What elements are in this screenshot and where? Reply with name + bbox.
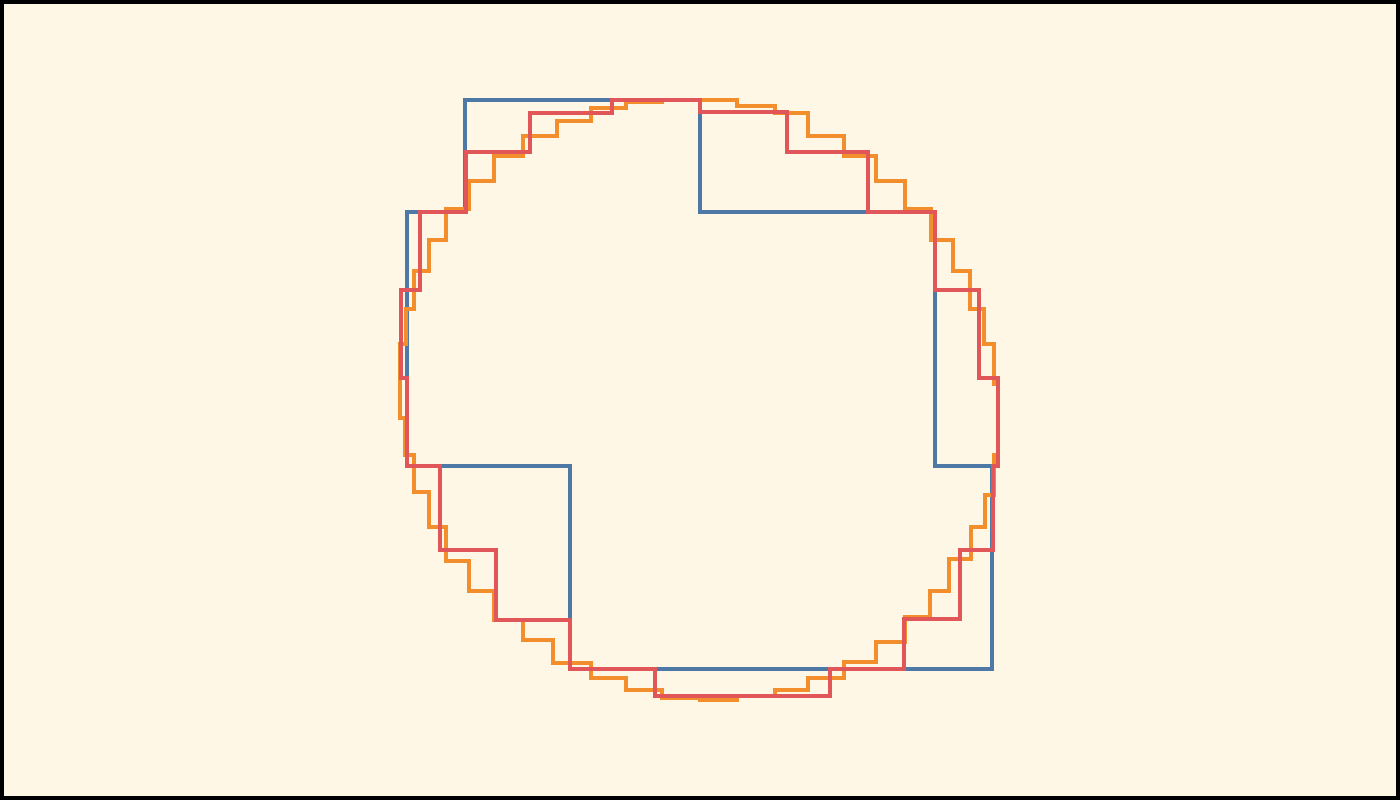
stepped-circle-diagram <box>398 98 1000 702</box>
coarse-step-curve <box>405 98 994 671</box>
medium-step-curve <box>399 98 1000 698</box>
fine-step-curve <box>398 98 1000 702</box>
